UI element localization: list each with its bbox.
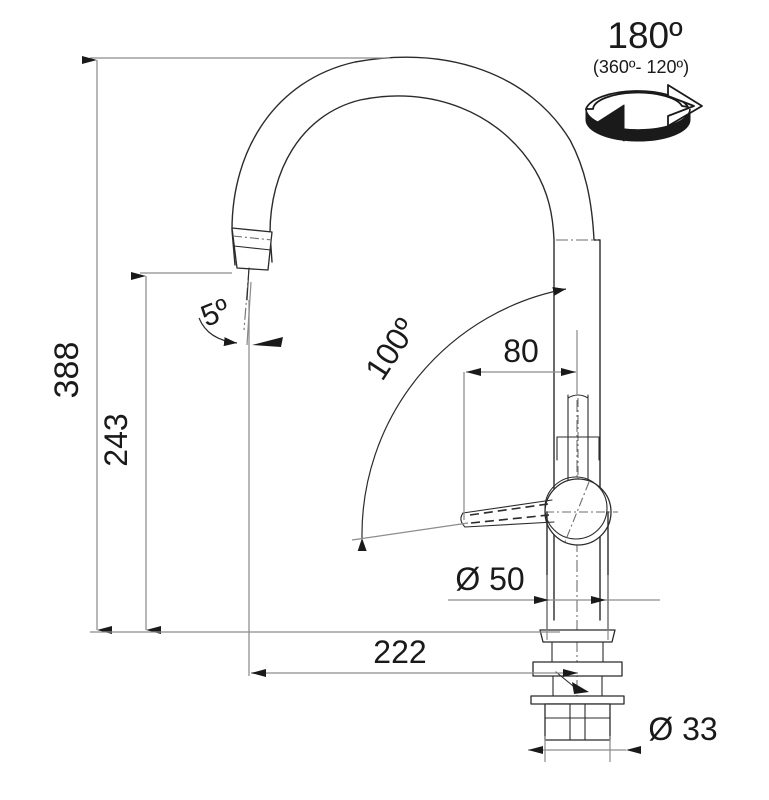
dimension-388-group: 388 [48,56,390,634]
angle-5deg-right-tick [252,337,283,347]
rotation-note-group: 180º (360º- 120º) [585,15,703,142]
aerator-dash-line [232,235,273,241]
angle-label-100deg: 100º [358,312,424,386]
dim-label-243: 243 [98,413,134,466]
lever-handle-dash-upper [469,503,549,516]
spout-inner-arc [269,95,555,621]
angle-5deg-group: 5º [196,281,283,347]
base-flange [539,629,616,643]
dim-label-388: 388 [48,342,86,399]
outlet-nozzle-line [246,267,250,301]
dim-label-80: 80 [503,333,539,369]
faucet-body-outline [231,56,625,741]
cartridge-stem [567,394,589,491]
washer-inner-line [552,675,603,697]
dimension-243-group: 243 [98,272,232,634]
angle-label-5deg: 5º [196,293,234,334]
shank-thread-line-2 [569,703,586,741]
rotation-secondary-label: (360º- 120º) [593,57,689,77]
angle-100deg-ref-line [351,522,469,541]
dim-label-222: 222 [373,634,426,670]
rotation-primary-label: 180º [607,15,683,56]
lever-handle-top-edge [462,499,553,514]
washer-leader-arrowhead [572,682,589,694]
cartridge-stem-cap [567,394,589,399]
dim-label-d50: Ø 50 [455,561,524,597]
angle-5deg-vertical-ref [246,281,252,346]
base-flange-neck [551,641,604,663]
dimension-d33-group: Ø 33 [528,711,718,762]
dimension-d50-group: Ø 50 [448,561,660,640]
clamp-plate [530,695,625,705]
angle-5deg-arc [198,317,238,347]
threaded-shank [544,703,611,741]
dim-label-d33: Ø 33 [648,711,717,747]
angle-100deg-arc [357,286,567,552]
aerator-seam-line [233,245,272,251]
dimension-222-group: 222 [248,300,578,677]
pivot-tilt-centerline [564,481,590,543]
rotation-arrow-icon [585,84,703,142]
lever-handle-dash-lower [470,514,550,524]
mounting-washer [532,661,623,677]
spout-outer-arc [231,56,601,621]
